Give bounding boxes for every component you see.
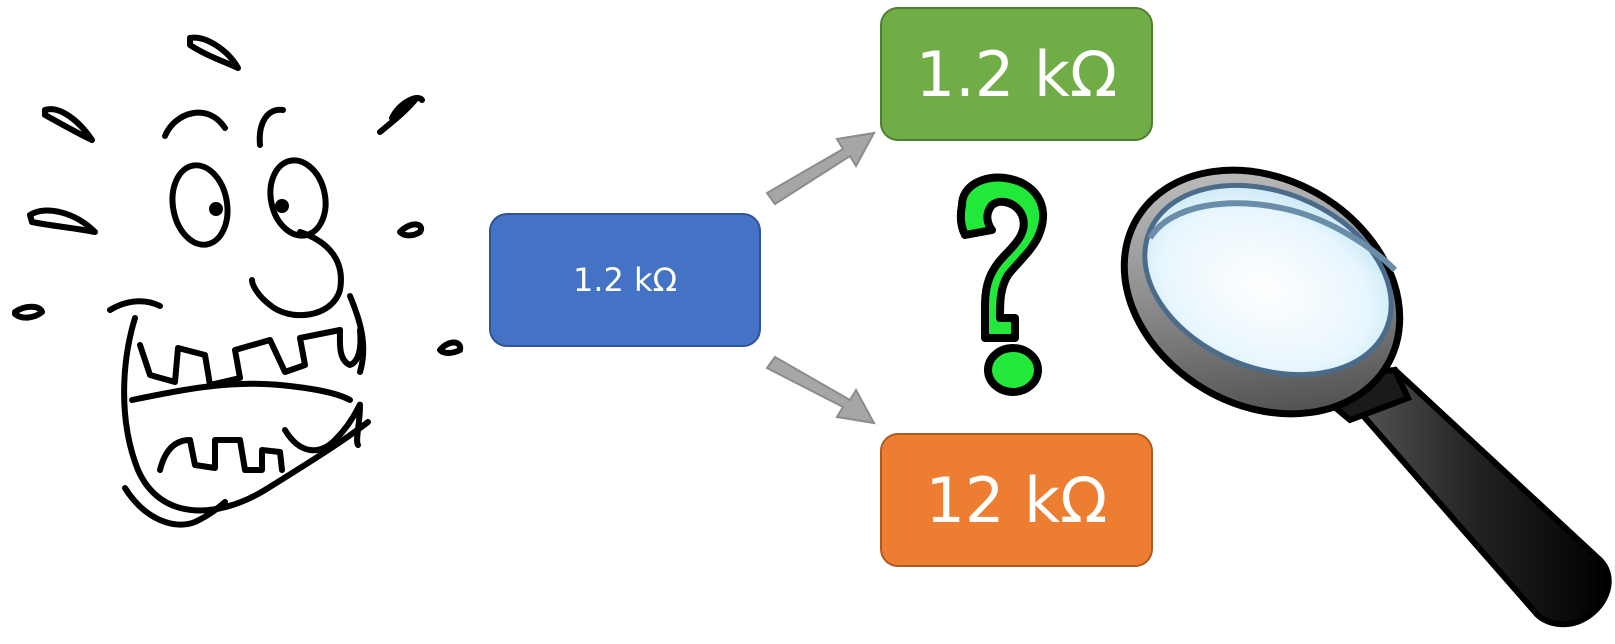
confused-face-icon	[12, 34, 464, 528]
source-resistor-label: 1.2 kΩ	[572, 261, 678, 299]
option-resistor-box-1-2k: 1.2 kΩ	[880, 7, 1153, 141]
option-label-1-2k: 1.2 kΩ	[915, 37, 1118, 111]
magnifying-glass-icon	[1120, 166, 1612, 628]
option-label-12k: 12 kΩ	[925, 463, 1108, 537]
option-resistor-box-12k: 12 kΩ	[880, 433, 1153, 567]
question-mark-icon	[956, 173, 1048, 396]
arrow-right-icon	[765, 131, 876, 425]
source-resistor-box: 1.2 kΩ	[489, 213, 761, 347]
